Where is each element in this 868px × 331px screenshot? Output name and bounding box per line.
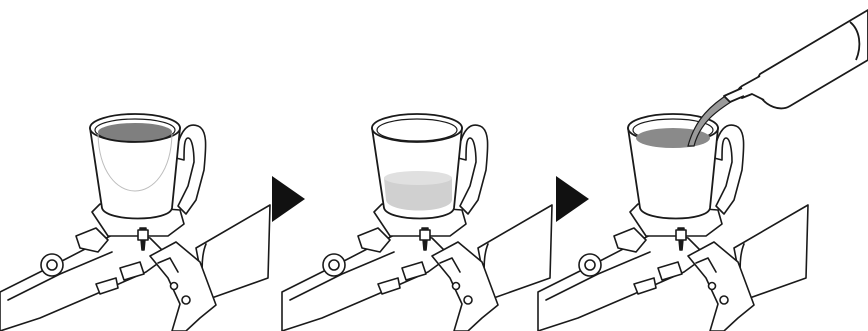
panel-1-fluid-surface [98, 123, 172, 141]
right-triangle-arrow-icon [556, 176, 589, 222]
panel-1-reservoir-full [0, 114, 270, 331]
panel-2-reservoir-low [282, 114, 552, 331]
right-triangle-arrow-icon [272, 176, 305, 222]
panel-3-refilling [538, 94, 808, 331]
brake-fluid-bottle [724, 10, 868, 108]
